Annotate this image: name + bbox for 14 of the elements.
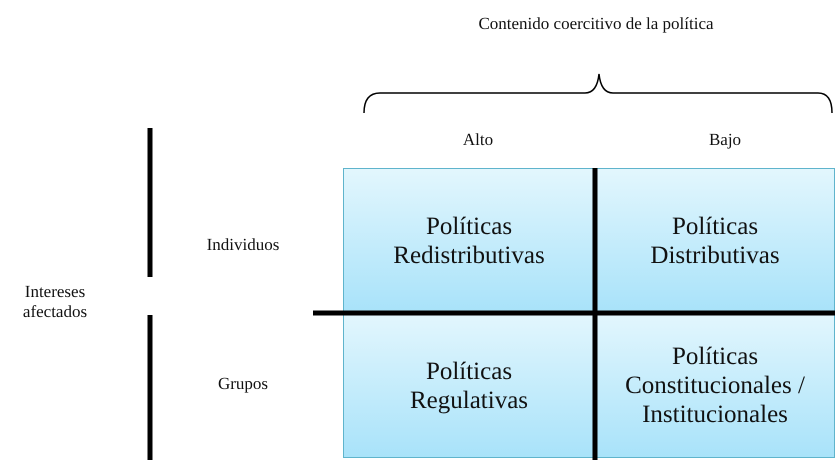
column-header: Alto: [462, 130, 494, 150]
quadrant-box: [595, 313, 835, 458]
row-header: Grupos: [216, 374, 270, 394]
row-header: Individuos: [206, 235, 280, 255]
axis-title: Contenido coercitivo de la política: [477, 14, 715, 34]
policy-label: Políticas Constitucionales / Institucionales: [624, 342, 806, 429]
quadrant-box: [595, 168, 835, 313]
column-header: Bajo: [708, 130, 742, 150]
policy-label: Políticas Regulativas: [408, 356, 530, 414]
policy-label: Políticas Distributivas: [649, 212, 781, 270]
policy-label: Políticas Redistributivas: [392, 212, 546, 270]
quadrant-box: [343, 168, 595, 313]
axis-title: Intereses afectados: [22, 282, 88, 322]
quadrant-box: [343, 313, 595, 458]
